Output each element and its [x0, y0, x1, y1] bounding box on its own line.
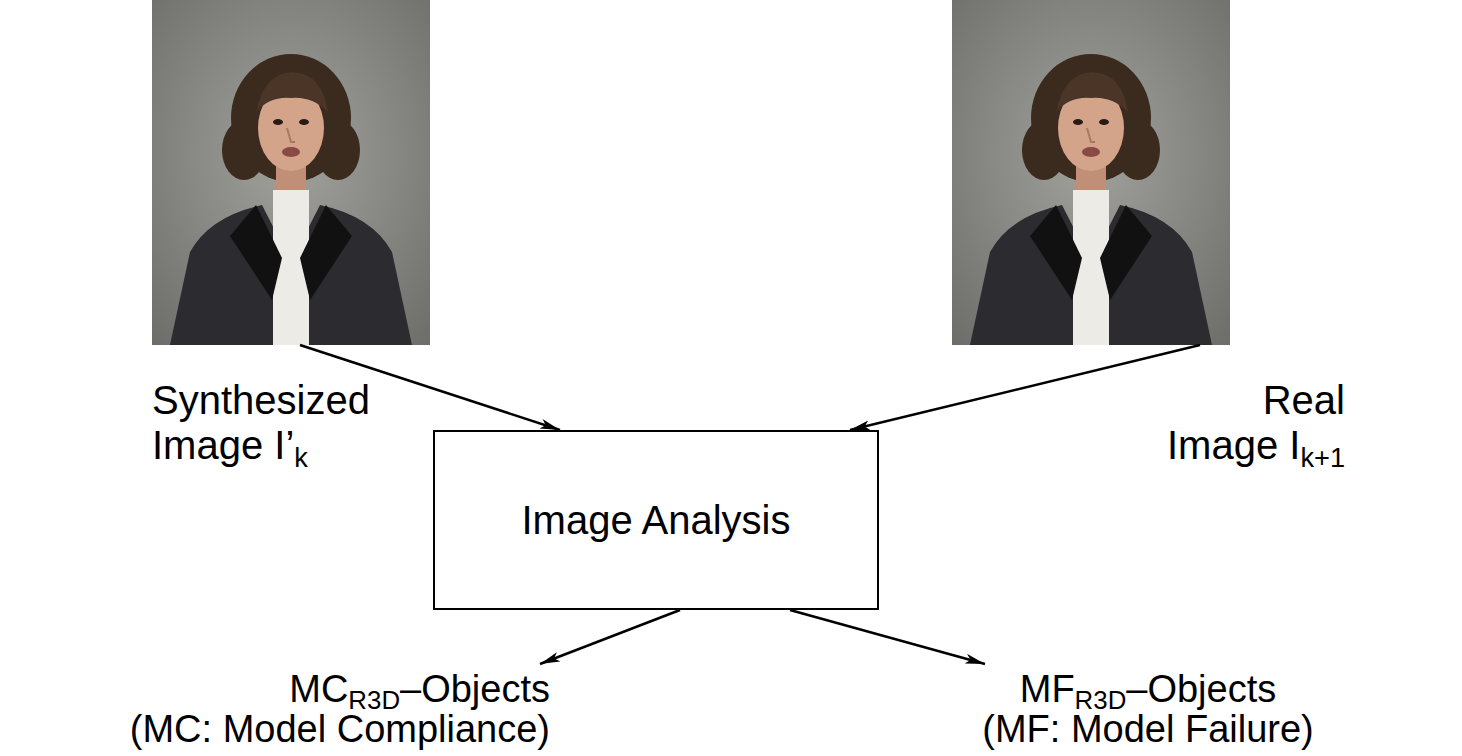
- flow-arrow: [790, 610, 985, 664]
- process-label: Image Analysis: [521, 498, 790, 542]
- image-frame: Real Image Ik+1: [952, 0, 1230, 345]
- output-title: MFR3D–Objects: [981, 670, 1315, 710]
- output-note: (MC: Model Compliance): [127, 710, 550, 750]
- real-photo: [952, 0, 1230, 345]
- output-label: MFR3D–Objects(MF: Model Failure): [981, 664, 1315, 750]
- image-caption: Real Image Ik+1: [1167, 378, 1345, 468]
- output-note: (MF: Model Failure): [981, 710, 1315, 750]
- output-title: MCR3D–Objects: [127, 670, 550, 710]
- image-caption: Synthesized Image I’k: [152, 378, 370, 468]
- output-label: MCR3D–Objects(MC: Model Compliance): [127, 664, 550, 750]
- process-box: Image Analysis: [433, 430, 879, 610]
- flow-arrow: [540, 610, 680, 664]
- synthesized-photo: [152, 0, 430, 345]
- flow-arrow: [850, 345, 1200, 430]
- image-frame: Synthesized Image I’k: [152, 0, 430, 345]
